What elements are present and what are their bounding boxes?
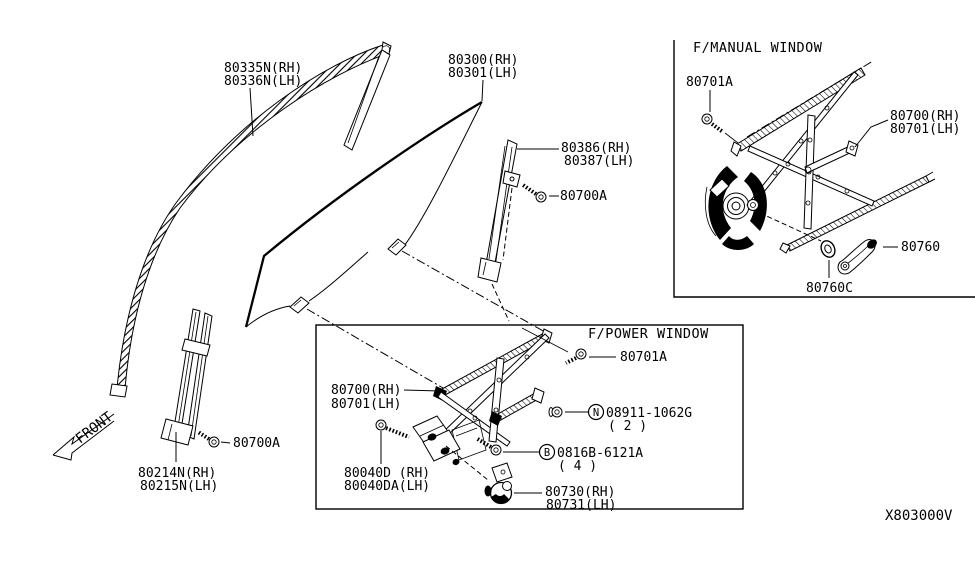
escutcheon-80760C [820,240,836,258]
nut-letter: N [593,407,599,419]
label-motor-lh: 80731(LH) [546,498,616,513]
label-screw-front: 80700A [233,436,280,451]
nut-N [548,406,563,418]
regulator-motor [484,462,513,505]
manual-crank-drive [704,166,767,250]
glass-clip-front [289,296,310,314]
leader-lines [175,79,898,494]
glass-clip-rear [387,238,407,256]
label-base-rh: 80040D (RH) [344,466,430,481]
upper-sash-strip [343,45,391,151]
label-escutcheon: 80760C [806,281,853,296]
bolt-circle-marker [538,443,556,461]
label-power-reg-rh: 80700(RH) [331,383,401,398]
power-regulator [433,328,553,461]
handle-assembly-line [759,212,822,242]
screw-front-sash [196,430,220,448]
label-manual-reg-rh: 80700(RH) [890,109,960,124]
label-rear-channel-rh: 80386(RH) [561,141,631,156]
label-bolt-qty: ( 4 ) [558,459,597,474]
bolt-B [474,436,502,456]
front-label: FRONT [73,409,117,447]
power-window-title: F/POWER WINDOW [588,326,709,342]
rear-glass-channel [477,139,521,322]
screw-rear-channel [521,183,547,203]
label-front-sash-rh: 80214N(RH) [138,466,216,481]
power-window-box [315,324,744,510]
label-manual-screw: 80701A [686,75,733,90]
power-drive-base [412,415,461,466]
diagram-code: X803000V [885,508,953,524]
label-power-reg-lh: 80701(LH) [331,397,401,412]
screw-manual-regulator [701,113,739,144]
label-screw-rear: 80700A [560,189,607,204]
manual-regulator [730,60,936,254]
label-rear-channel-lh: 80387(LH) [564,154,634,169]
label-front-sash-lh: 80215N(LH) [140,479,218,494]
assembly-line-front-clip [306,308,444,389]
motor-assembly-line [445,445,489,481]
front-direction-arrow [52,413,115,461]
label-power-screw: 80701A [620,350,667,365]
label-manual-reg-lh: 80701(LH) [890,122,960,137]
bolt-letter: B [544,447,550,459]
manual-window-title: F/MANUAL WINDOW [693,40,823,56]
window-crank-handle [837,239,877,275]
screw-power-regulator [521,327,587,365]
label-nut-number: 08911-1062G [606,406,692,421]
bolt-80040D [375,419,410,439]
manual-window-box [673,40,975,298]
assembly-line-rear-clip [401,250,546,333]
label-nut-qty: ( 2 ) [608,419,647,434]
label-base-lh: 80040DA(LH) [344,479,430,494]
nut-circle-marker [587,403,605,421]
label-run-channel-rh: 80335N(RH) [224,61,302,76]
label-bolt-number: 0816B-6121A [557,446,643,461]
front-lower-sash [160,308,213,446]
label-motor-rh: 80730(RH) [545,485,615,500]
label-run-channel-lh: 80336N(LH) [224,74,302,89]
label-handle: 80760 [901,240,940,255]
label-glass-lh: 80301(LH) [448,66,518,81]
door-glass [244,101,483,328]
label-glass-rh: 80300(RH) [448,53,518,68]
